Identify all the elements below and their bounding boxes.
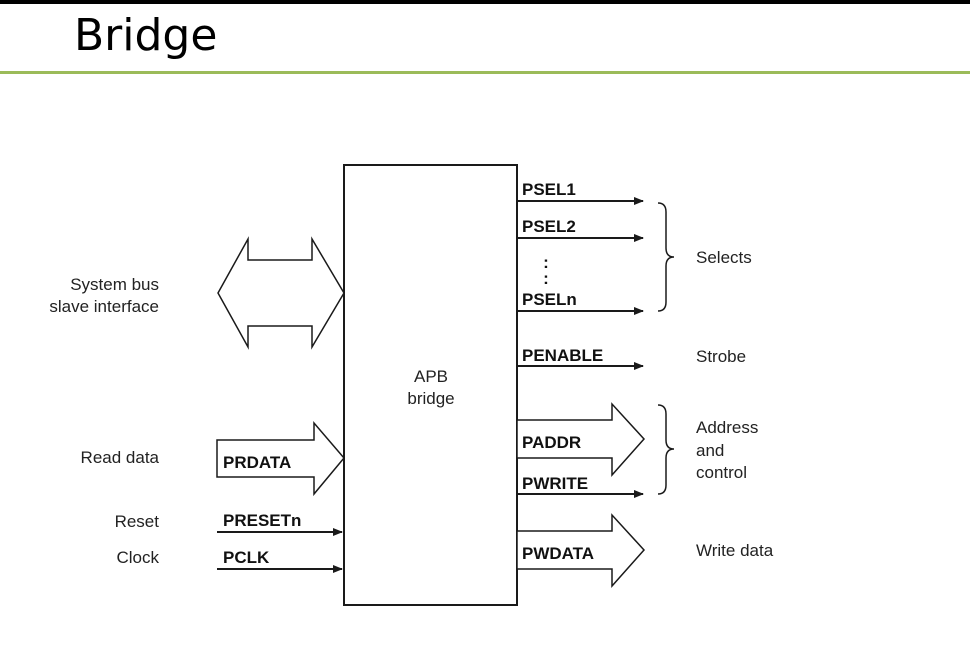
- paddr-signal: PADDR: [522, 433, 581, 452]
- system-bus-arrow: [217, 236, 345, 350]
- presetn-signal: PRESETn: [223, 511, 301, 530]
- pseln-signal: PSELn: [522, 290, 577, 309]
- block-label-line1: APB: [414, 367, 448, 386]
- clock-label: Clock: [116, 548, 159, 567]
- address-control-brace: [657, 404, 675, 495]
- system-bus-label-line1: System bus: [70, 275, 159, 294]
- psel-ellipsis-top: :: [543, 253, 549, 272]
- pclk-signal: PCLK: [223, 548, 270, 567]
- address-label-line3: control: [696, 463, 747, 482]
- slide-title: Bridge: [74, 10, 218, 61]
- paddr-arrow: [516, 402, 646, 477]
- top-bar: [0, 0, 970, 4]
- address-label-line1: Address: [696, 418, 758, 437]
- psel-ellipsis-bottom: :: [543, 269, 549, 288]
- write-data-label: Write data: [696, 541, 774, 560]
- address-label-line2: and: [696, 441, 724, 460]
- title-rule: [0, 71, 970, 74]
- block-label-line2: bridge: [407, 389, 454, 408]
- psel2-signal: PSEL2: [522, 217, 576, 236]
- penable-signal: PENABLE: [522, 346, 603, 365]
- psel1-signal: PSEL1: [522, 180, 576, 199]
- apb-bridge-block: [343, 164, 518, 606]
- read-data-label: Read data: [81, 448, 160, 467]
- strobe-label: Strobe: [696, 347, 746, 366]
- reset-label: Reset: [115, 512, 160, 531]
- prdata-signal: PRDATA: [223, 453, 291, 472]
- pwdata-signal: PWDATA: [522, 544, 594, 563]
- prdata-arrow: [216, 420, 345, 497]
- system-bus-label-line2: slave interface: [49, 297, 159, 316]
- selects-brace: [657, 202, 675, 312]
- pwdata-arrow: [516, 513, 646, 588]
- selects-label: Selects: [696, 248, 752, 267]
- pwrite-signal: PWRITE: [522, 474, 588, 493]
